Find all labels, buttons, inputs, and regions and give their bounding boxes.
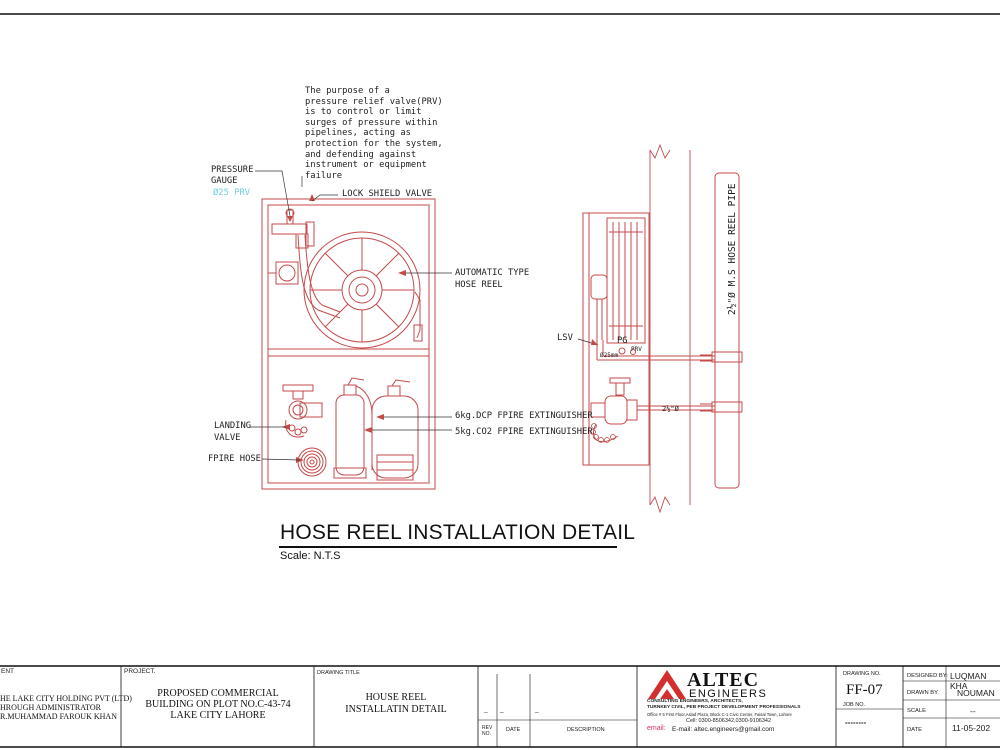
client-line: R.MUHAMMAD FAROUK KHAN xyxy=(0,712,117,721)
date-value: 11-05-202 xyxy=(952,723,991,733)
drawing-title: HOSE REEL INSTALLATION DETAIL xyxy=(280,521,636,544)
prv-note: The purpose of a pressure relief valve(P… xyxy=(305,86,443,181)
landing-valve-label-1: LANDING xyxy=(214,421,252,431)
client-name: HE LAKE CITY HOLDING PVT (LTD) HROUGH AD… xyxy=(0,694,132,721)
vertical-riser-pipe xyxy=(700,172,743,489)
altec-logo-mark xyxy=(648,670,686,699)
prv-note-line: and defending against xyxy=(305,149,417,160)
pipe-25-label: Ø25mm xyxy=(600,352,619,359)
prv-note-line: protection for the system, xyxy=(305,138,443,149)
co2-extinguisher-label: 5kg.CO2 FPIRE EXTINGUISHER xyxy=(455,427,593,437)
drawing-title-block: HOUSE REEL INSTALLATIN DETAIL xyxy=(316,692,476,715)
prv-note-line: failure xyxy=(305,170,343,181)
drawing-title-header: DRAWING TITLE xyxy=(317,670,360,676)
riser-pipe-label: 2½"Ø M.S HOSE REEL PIPE xyxy=(727,183,738,315)
auto-reel-label-2: HOSE REEL xyxy=(455,280,503,290)
side-arrows xyxy=(591,339,598,345)
desc-dash: _ xyxy=(535,706,539,713)
job-no-label: JOB NO. xyxy=(843,702,866,708)
co2-extinguisher xyxy=(371,379,419,481)
drawing-title-underline xyxy=(279,546,617,548)
pressure-gauge-label-1: PRESSURE xyxy=(211,165,254,175)
lock-shield-valve-label: LOCK SHIELD VALVE xyxy=(342,189,433,199)
description-header: DESCRIPTION xyxy=(567,727,605,733)
title-block: ENT HE LAKE CITY HOLDING PVT (LTD) HROUG… xyxy=(0,666,1000,750)
tagline-2: TURNKEY CIVIL, PEB PROJECT DEVELOPMENT P… xyxy=(647,705,801,710)
cabinet-front-view xyxy=(261,198,436,490)
cabinet-side-view xyxy=(582,212,715,466)
prv-note-line: pressure relief valve(PRV) xyxy=(305,96,443,107)
scale-label: SCALE xyxy=(907,708,927,714)
drawing-title-line: HOUSE REEL xyxy=(365,692,427,703)
prv-note-line: instrument or equipment xyxy=(305,160,427,171)
dcp-extinguisher-label: 6kg.DCP FPIRE EXTINGUISHER xyxy=(455,411,593,421)
project-line: BUILDING ON PLOT NO.C-43-74 xyxy=(145,699,291,710)
office-address: Office # 5 First Floor,Aslad Plaza, Bloc… xyxy=(647,712,792,717)
prv-side-label: PRV xyxy=(631,346,642,353)
dcp-extinguisher xyxy=(333,377,373,479)
leader-lines xyxy=(250,170,452,461)
designed-by: LUQMAN KHA xyxy=(950,671,987,691)
email-label: email: xyxy=(647,725,666,732)
fire-hose-label: FPIRE HOSE xyxy=(208,454,261,464)
drawn-by-label: DRAWN BY xyxy=(907,690,939,696)
landing-valve-label-2: VALVE xyxy=(214,433,241,443)
pressure-gauge-label-2: GAUGE xyxy=(211,176,238,186)
date-dash: _ xyxy=(500,706,504,713)
drawing-title-line: INSTALLATIN DETAIL xyxy=(345,703,447,715)
prv-note-line: is to control or limit xyxy=(305,107,422,118)
prv-note-line: The purpose of a xyxy=(305,86,390,96)
landing-valve xyxy=(282,384,323,438)
project-line: PROPOSED COMMERCIAL xyxy=(157,688,279,699)
company-name-2: ENGINEERS xyxy=(689,688,768,700)
rev-no-header: NO. xyxy=(482,731,491,737)
auto-reel-label-1: AUTOMATIC TYPE xyxy=(455,268,530,278)
hose-reel-wheel xyxy=(303,231,423,349)
prv-note-line: surges of pressure within xyxy=(305,117,438,128)
designed-by-label: DESIGNED BY: xyxy=(907,673,948,679)
prv-size-label: Ø25 PRV xyxy=(213,188,251,198)
fire-hose-coil xyxy=(297,447,327,477)
company-name-1: ALTEC xyxy=(687,669,760,691)
job-no: -------- xyxy=(845,718,867,727)
wall-lines xyxy=(649,143,691,514)
tagline-1: CONSULTING ENGINEERS, ARCHITECTS, xyxy=(647,699,743,704)
rev-header: REV xyxy=(482,725,493,731)
email[interactable]: E-mail: altec.engineers@gmail.com xyxy=(672,726,775,733)
prv-note-line: pipelines, acting as xyxy=(305,128,411,139)
date-header: DATE xyxy=(506,727,521,733)
supply-pipework xyxy=(268,208,341,319)
drawing-scale: Scale: N.T.S xyxy=(280,550,341,562)
drawing-no: FF-07 xyxy=(846,682,883,698)
project-line: LAKE CITY LAHORE xyxy=(170,710,266,721)
side-hose-chain xyxy=(590,423,616,443)
project-name: PROPOSED COMMERCIAL BUILDING ON PLOT NO.… xyxy=(124,688,312,721)
rev-dash: _ xyxy=(484,706,488,713)
branch-size-label: 2½"Ø xyxy=(662,405,679,413)
pg-label: PG xyxy=(617,336,628,346)
project-header: PROJECT. xyxy=(124,668,156,675)
title-block-frame xyxy=(0,665,1000,748)
cell-numbers: Cell: 0300-8506342,0300-9106342 xyxy=(686,718,772,724)
client-header: ENT xyxy=(1,668,14,675)
scale-value: -- xyxy=(970,706,976,716)
drawn-by: NOUMAN xyxy=(957,688,995,698)
drawing-no-label: DRAWING NO. xyxy=(843,671,881,677)
lsv-label: LSV xyxy=(557,333,573,343)
client-line: HROUGH ADMINISTRATOR xyxy=(0,703,101,712)
client-line: HE LAKE CITY HOLDING PVT (LTD) xyxy=(0,694,132,703)
date-label: DATE xyxy=(907,727,923,733)
